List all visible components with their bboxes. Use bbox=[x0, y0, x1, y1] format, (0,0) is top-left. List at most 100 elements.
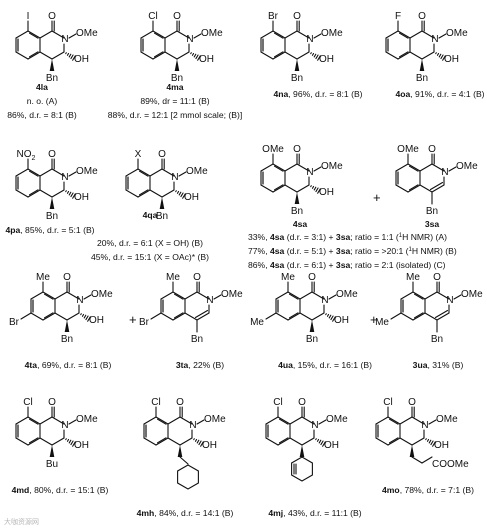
carbonyl-oxygen: O bbox=[408, 397, 416, 408]
plus-sign-ta: + bbox=[129, 312, 137, 327]
hash-mark bbox=[436, 52, 440, 56]
tail-bn: Bn bbox=[171, 73, 183, 84]
bond bbox=[265, 416, 279, 425]
ratio-line: 86%, 4sa (d.r. = 6:1) + 3sa; ratio = 2:1… bbox=[248, 260, 446, 270]
bond bbox=[277, 437, 291, 446]
ring-double-bond bbox=[429, 181, 444, 191]
caption-text: 33%, bbox=[248, 232, 270, 242]
carbonyl-oxygen: O bbox=[298, 397, 306, 408]
tail-chain bbox=[411, 456, 423, 464]
caption-line: 88%, d.r. = 12:1 [2 mmol scale; (B)] bbox=[108, 110, 242, 120]
methyl-substituent: Me bbox=[281, 272, 295, 283]
n-o-bond bbox=[68, 33, 77, 39]
bond bbox=[30, 312, 44, 321]
caption-text: , 85%, d.r. = 5:1 (B) bbox=[20, 225, 94, 235]
tail-bn: Bn bbox=[291, 206, 303, 217]
bond bbox=[161, 189, 175, 198]
compound-id: 4sa bbox=[270, 260, 285, 270]
ring-nitrogen: N bbox=[441, 167, 448, 178]
hash-mark bbox=[191, 52, 195, 56]
oh-hash-bond bbox=[193, 438, 204, 447]
n-o-bond bbox=[328, 294, 337, 300]
aromatic-bond bbox=[43, 312, 54, 319]
n-methoxy: OMe bbox=[336, 289, 358, 300]
bond bbox=[137, 168, 151, 177]
bond bbox=[287, 312, 301, 321]
ring-substituent-bond bbox=[150, 312, 162, 320]
bond bbox=[39, 416, 53, 425]
hash-mark bbox=[200, 441, 204, 447]
cyclohexyl-ring bbox=[177, 464, 199, 490]
bond bbox=[143, 416, 157, 425]
compound-id: 4sa bbox=[270, 232, 285, 242]
hash-mark bbox=[320, 440, 324, 446]
hash-mark bbox=[310, 52, 312, 55]
n-methoxy: OMe bbox=[456, 161, 478, 172]
bond bbox=[289, 437, 303, 446]
ring-substituent-me: Me bbox=[375, 317, 389, 328]
carbonyl-oxygen: O bbox=[48, 149, 56, 160]
aromatic-bond bbox=[153, 51, 164, 58]
carbonyl-oxygen: O bbox=[48, 11, 56, 22]
compound-id: 4na bbox=[273, 89, 288, 99]
bond bbox=[275, 291, 289, 300]
tail-chain bbox=[421, 456, 433, 464]
hash-mark bbox=[66, 190, 70, 194]
bond bbox=[299, 291, 313, 300]
hash-mark bbox=[194, 438, 198, 442]
carbonyl-oxygen: O bbox=[158, 149, 166, 160]
caption-line: 4la bbox=[36, 82, 48, 92]
substituent-ome: OMe bbox=[262, 144, 284, 155]
hash-mark bbox=[315, 187, 319, 193]
bond bbox=[275, 312, 289, 321]
bond bbox=[284, 30, 298, 39]
caption-text: , 84%, d.r. = 14:1 (B) bbox=[154, 508, 233, 518]
hash-mark bbox=[425, 438, 427, 441]
hash-mark bbox=[317, 188, 321, 194]
hash-mark bbox=[83, 314, 87, 319]
compound-id: 4qa bbox=[143, 210, 158, 220]
compound-id: 4md bbox=[12, 485, 30, 495]
hash-mark bbox=[72, 193, 76, 199]
bond bbox=[311, 312, 325, 321]
n-o-bond bbox=[313, 166, 322, 172]
caption-text: 77%, bbox=[248, 246, 270, 256]
hash-mark bbox=[72, 55, 76, 61]
bond bbox=[289, 416, 303, 425]
compound-id: 4mo bbox=[382, 485, 400, 495]
bond bbox=[284, 184, 298, 193]
substituent-cl: Cl bbox=[151, 397, 160, 408]
bond bbox=[160, 312, 174, 321]
compound-id: 3sa bbox=[336, 246, 351, 256]
hash-mark bbox=[180, 192, 184, 198]
hash-mark bbox=[178, 191, 182, 196]
caption-text: , 22% (B) bbox=[188, 360, 224, 370]
caption-line: 4qa bbox=[143, 210, 158, 220]
bond bbox=[172, 291, 186, 300]
tail-bu: Bu bbox=[46, 459, 58, 470]
bond bbox=[409, 51, 423, 60]
hash-mark bbox=[68, 53, 72, 58]
n-methoxy: OMe bbox=[204, 414, 226, 425]
ring-nitrogen: N bbox=[321, 295, 328, 306]
bond bbox=[411, 416, 425, 425]
bond bbox=[184, 312, 198, 321]
watermark: 大咖资源网 bbox=[4, 517, 39, 526]
tail-wedge bbox=[174, 59, 180, 71]
hash-mark bbox=[72, 441, 76, 447]
caption-line: 4oa, 91%, d.r. = 4:1 (B) bbox=[395, 89, 484, 99]
methyl-substituent: Me bbox=[36, 272, 50, 283]
bond bbox=[179, 437, 193, 446]
hash-mark bbox=[182, 193, 186, 199]
structures-layer: ONOMeOHIBnONOMeOHClBnONOMeOHBrBnONOMeOHF… bbox=[9, 11, 483, 490]
n-o-bond bbox=[196, 419, 205, 425]
compound-id: 3sa bbox=[425, 219, 440, 229]
bond bbox=[265, 437, 279, 446]
